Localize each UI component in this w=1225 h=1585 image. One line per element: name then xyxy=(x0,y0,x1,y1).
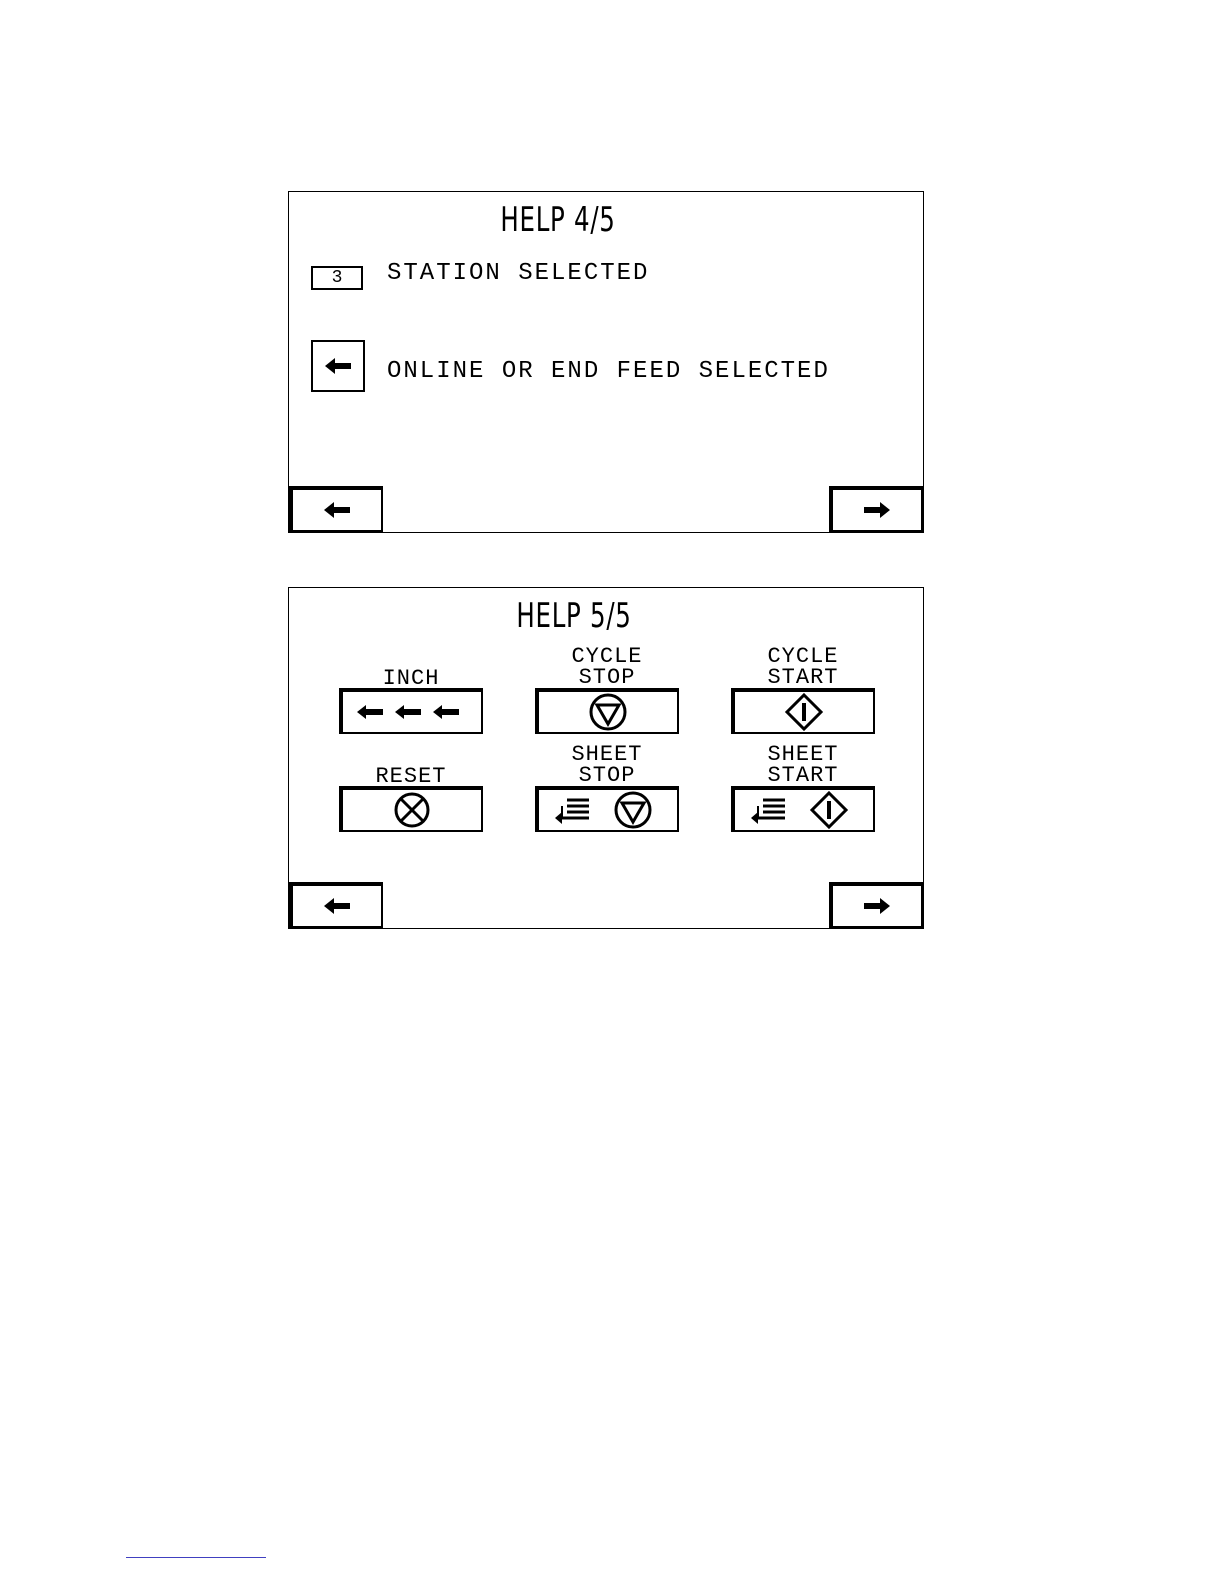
sheet-stop-icon xyxy=(553,790,663,830)
sheet-start-key[interactable] xyxy=(731,786,875,832)
stop-icon xyxy=(588,692,628,732)
sheet-feed-icon xyxy=(751,800,785,824)
station-number-box: 3 xyxy=(311,266,363,290)
online-end-feed-text: ONLINE OR END FEED SELECTED xyxy=(387,358,830,385)
reset-label-line: RESET xyxy=(331,766,491,787)
page-title: HELP 5/5 xyxy=(346,596,802,636)
sheet-stop-label: SHEET STOP xyxy=(527,744,687,786)
left-arrow-icon xyxy=(324,898,350,914)
cycle-stop-label-line2: STOP xyxy=(527,667,687,688)
left-arrow-icon xyxy=(324,502,350,518)
reset-key[interactable] xyxy=(339,786,483,832)
station-selected-text: STATION SELECTED xyxy=(387,260,649,287)
sheet-start-label-line1: SHEET xyxy=(723,744,883,765)
help-screen-5: HELP 5/5 INCH CYCLE STOP CYCLE START RES… xyxy=(288,587,924,929)
sheet-stop-label-line1: SHEET xyxy=(527,744,687,765)
cycle-stop-label: CYCLE STOP xyxy=(527,646,687,688)
cycle-start-key[interactable] xyxy=(731,688,875,734)
inch-key[interactable] xyxy=(339,688,483,734)
feed-arrow-key xyxy=(311,340,365,392)
cycle-stop-key[interactable] xyxy=(535,688,679,734)
prev-page-button[interactable] xyxy=(289,882,383,928)
inch-label-line: INCH xyxy=(331,668,491,689)
right-arrow-icon xyxy=(864,898,890,914)
sheet-feed-icon xyxy=(555,800,589,824)
prev-page-button[interactable] xyxy=(289,486,383,532)
start-icon xyxy=(784,692,824,732)
reset-label: RESET xyxy=(331,766,491,787)
sheet-stop-label-line2: STOP xyxy=(527,765,687,786)
inch-label: INCH xyxy=(331,668,491,689)
cycle-stop-label-line1: CYCLE xyxy=(527,646,687,667)
reset-icon xyxy=(392,790,432,830)
help-screen-4: HELP 4/5 3 STATION SELECTED ONLINE OR EN… xyxy=(288,191,924,533)
footnote-rule xyxy=(126,1557,266,1558)
right-arrow-icon xyxy=(864,502,890,518)
cycle-start-label-line1: CYCLE xyxy=(723,646,883,667)
cycle-start-label-line2: START xyxy=(723,667,883,688)
sheet-start-icon xyxy=(749,790,859,830)
sheet-stop-key[interactable] xyxy=(535,786,679,832)
page-title: HELP 4/5 xyxy=(330,200,786,240)
sheet-start-label-line2: START xyxy=(723,765,883,786)
sheet-start-label: SHEET START xyxy=(723,744,883,786)
next-page-button[interactable] xyxy=(829,882,923,928)
next-page-button[interactable] xyxy=(829,486,923,532)
cycle-start-label: CYCLE START xyxy=(723,646,883,688)
triple-left-arrow-icon xyxy=(357,704,467,720)
left-arrow-icon xyxy=(325,358,351,374)
